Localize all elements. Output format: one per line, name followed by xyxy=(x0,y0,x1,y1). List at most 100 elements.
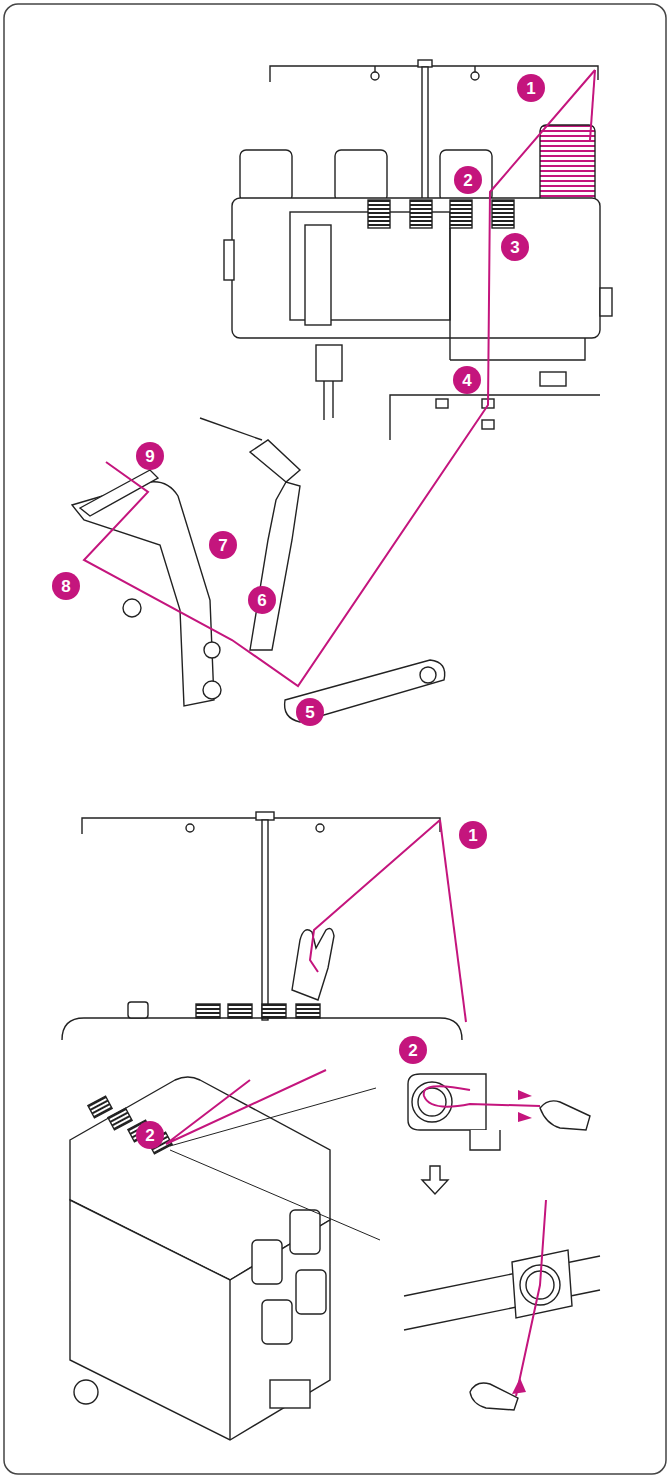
panel-edge xyxy=(449,228,450,360)
tension-dial xyxy=(108,1108,132,1130)
tension-dial xyxy=(410,200,432,228)
zoom-line xyxy=(170,1088,376,1146)
tension-dial xyxy=(228,1004,252,1018)
callout-number-text: 1 xyxy=(526,80,535,97)
stand-cap xyxy=(256,812,274,820)
callout-number-text: 2 xyxy=(408,1042,417,1059)
callout-number-text: 5 xyxy=(305,704,314,721)
thread-stand-view xyxy=(62,812,462,1040)
thread-guide-loop xyxy=(316,824,324,832)
pull-arrow xyxy=(512,1378,526,1394)
callout-number: 2 xyxy=(454,166,482,194)
callout-number: 4 xyxy=(453,366,481,394)
thread xyxy=(516,1200,546,1396)
thread xyxy=(166,1070,326,1144)
callout-number: 8 xyxy=(52,572,80,600)
callout-number-text: 1 xyxy=(468,827,477,844)
side-knob xyxy=(224,240,234,280)
plate-tab xyxy=(470,1130,500,1150)
thread-guide xyxy=(436,399,448,408)
callout-number-text: 4 xyxy=(462,372,471,389)
looper-cover-frame xyxy=(390,395,600,440)
thread-cone xyxy=(252,1240,282,1284)
lower-looper-holder xyxy=(72,482,214,706)
machine-body xyxy=(232,198,600,338)
thread-cone xyxy=(290,1210,320,1254)
thread-guide xyxy=(540,372,566,386)
tension-dial xyxy=(262,1004,286,1018)
page-frame xyxy=(4,4,666,1474)
thread-cone xyxy=(440,150,492,202)
tension-disc-inset xyxy=(404,1074,600,1410)
thread-guide-stem xyxy=(474,66,475,72)
handwheel xyxy=(74,1380,98,1404)
tension-dial xyxy=(492,200,514,228)
handwheel xyxy=(600,288,612,316)
needle xyxy=(323,381,324,420)
callout-number-text: 7 xyxy=(218,537,227,554)
presser-foot xyxy=(316,345,342,381)
thread-guide-loop xyxy=(471,72,479,80)
callout-number: 3 xyxy=(501,233,529,261)
callout-number: 1 xyxy=(517,74,545,102)
looper-illustration xyxy=(72,418,445,722)
thread-guide-stem xyxy=(374,66,375,72)
disc-plate xyxy=(408,1074,486,1130)
needle xyxy=(332,381,333,418)
looper-screw xyxy=(420,667,436,683)
callout-number-text: 8 xyxy=(61,578,70,595)
thread-stand xyxy=(270,66,598,82)
tension-dial xyxy=(88,1096,112,1118)
thread-cone xyxy=(296,1270,326,1314)
thread-guide-loop xyxy=(186,824,194,832)
thread xyxy=(310,820,440,972)
thread-guide xyxy=(482,420,494,429)
machine-body xyxy=(70,1200,330,1440)
hand xyxy=(540,1101,590,1130)
callout-number-text: 2 xyxy=(463,172,472,189)
upper-looper-shaft xyxy=(250,482,300,650)
callout-number: 2 xyxy=(136,1121,164,1149)
panel-edge xyxy=(450,338,585,360)
tension-disc xyxy=(418,1088,446,1116)
stand-pole xyxy=(422,67,428,202)
callout-number: 5 xyxy=(296,698,324,726)
hand xyxy=(470,1383,518,1410)
tension-dial xyxy=(368,200,390,228)
looper-tip xyxy=(200,418,262,440)
vent xyxy=(270,1380,310,1408)
callout-number: 6 xyxy=(248,586,276,614)
zoom-lines xyxy=(170,1088,380,1240)
thread-guide-loop xyxy=(371,72,379,80)
callout-number-text: 2 xyxy=(145,1127,154,1144)
body-edge xyxy=(229,1280,230,1440)
callout-number: 9 xyxy=(136,442,164,470)
tension-dial xyxy=(296,1004,320,1018)
callout-number-text: 9 xyxy=(145,448,154,465)
thread-cone xyxy=(240,150,292,202)
looper-screw xyxy=(204,642,220,658)
tension-dial xyxy=(196,1004,220,1018)
machine-top xyxy=(62,1018,462,1040)
thread-cone xyxy=(262,1300,292,1344)
machine-perspective xyxy=(70,1077,330,1440)
tension-dial xyxy=(450,200,472,228)
stand-cap xyxy=(418,60,432,67)
thread xyxy=(84,70,595,686)
callout-number: 1 xyxy=(459,821,487,849)
stand-pole xyxy=(262,820,268,1020)
zoom-line xyxy=(170,1150,380,1240)
spool-pin xyxy=(128,1002,148,1018)
looper-screw xyxy=(203,681,221,699)
thread-cone xyxy=(335,150,387,202)
callout-number: 2 xyxy=(399,1036,427,1064)
step-arrow xyxy=(422,1166,448,1194)
thread xyxy=(424,1086,540,1107)
thread xyxy=(440,820,466,1022)
tension-disc xyxy=(412,1082,452,1122)
thread xyxy=(590,70,595,140)
callout-number-text: 6 xyxy=(257,592,266,609)
